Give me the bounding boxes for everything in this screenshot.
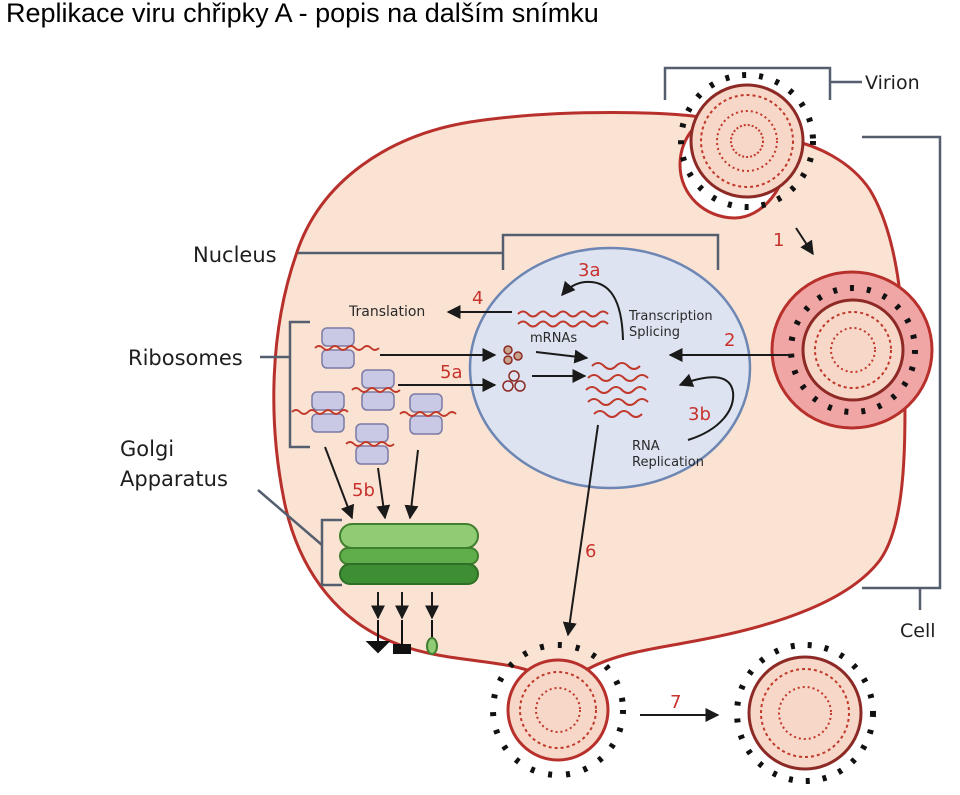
label-nucleus: Nucleus (193, 243, 277, 267)
ribosomes (311, 327, 443, 465)
label-translation: Translation (348, 304, 425, 320)
vrna-cluster (585, 362, 649, 418)
step-2: 2 (724, 330, 735, 351)
cell-bracket (862, 135, 942, 590)
ribosomes-bracket (288, 320, 310, 449)
label-virion: Virion (865, 72, 920, 94)
label-transcription: Transcription (628, 309, 713, 324)
virion-released (734, 642, 876, 784)
label-mrnas: mRNAs (530, 331, 577, 346)
label-replication: Replication (632, 455, 704, 470)
step-5b: 5b (352, 480, 375, 501)
virion-top (678, 72, 816, 210)
step-5a: 5a (440, 362, 462, 383)
membrane-proteins (365, 620, 438, 655)
label-ribosomes: Ribosomes (128, 346, 243, 370)
label-golgi: Golgi (120, 437, 174, 461)
nuclear-proteins (502, 345, 526, 392)
step-6: 6 (585, 541, 596, 562)
label-rna: RNA (632, 439, 660, 454)
label-apparatus: Apparatus (120, 467, 228, 491)
process-arrows (324, 227, 814, 722)
virion-bracket (663, 66, 832, 100)
step-3b: 3b (688, 404, 711, 425)
label-cell: Cell (900, 620, 936, 642)
ribosome-mrna (291, 345, 457, 447)
golgi-bracket (320, 518, 342, 587)
step-7: 7 (670, 692, 681, 713)
golgi-leader (257, 489, 323, 546)
brackets (257, 66, 942, 610)
virion-entering (770, 270, 934, 430)
label-splicing: Splicing (629, 325, 680, 340)
step-1: 1 (773, 230, 784, 251)
golgi-apparatus (339, 523, 479, 585)
virion-budding (490, 642, 626, 778)
mrna-strands (517, 310, 609, 328)
step-4: 4 (472, 288, 483, 309)
slide-title: Replikace viru chřipky A - popis na dalš… (6, 0, 599, 28)
step-3a: 3a (578, 260, 600, 281)
